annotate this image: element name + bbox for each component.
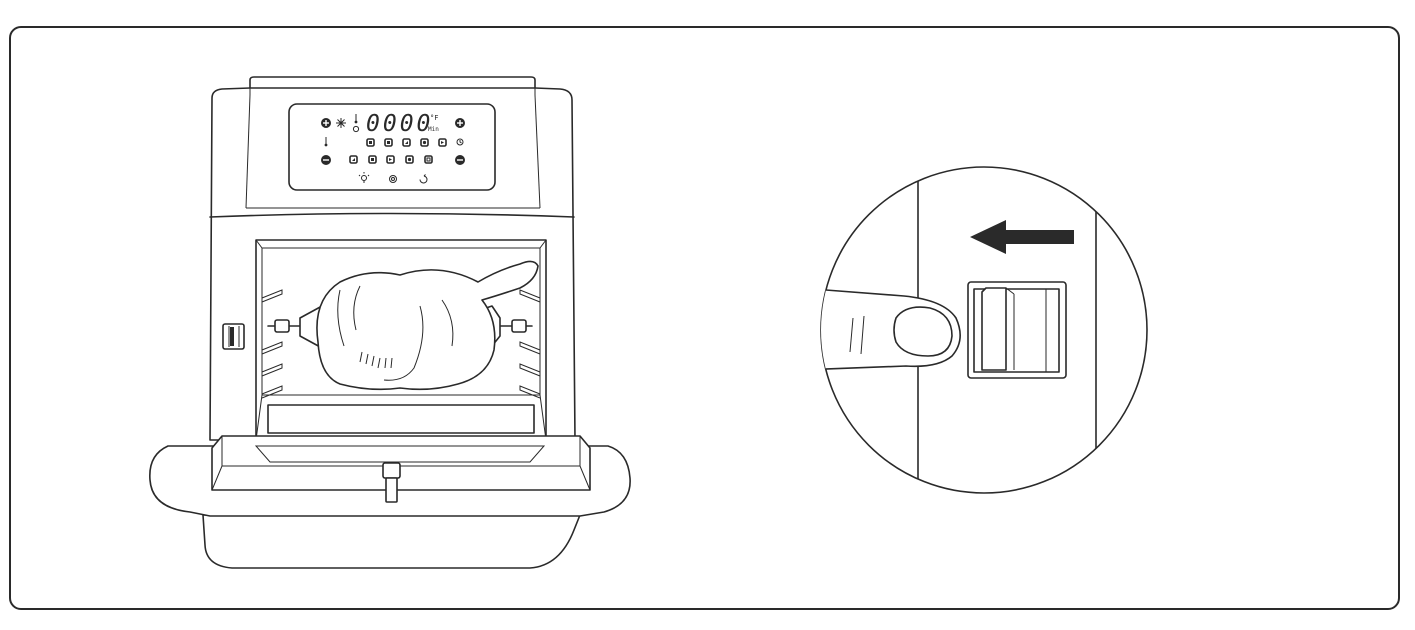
chicken [316, 260, 539, 391]
control-panel: 0000 °F Min [288, 103, 496, 191]
display-digits: 0000 [366, 111, 433, 137]
door-glass-frame [211, 435, 591, 491]
display-unit-time: Min [428, 126, 439, 133]
light-icon [358, 172, 370, 183]
latch-button-detail[interactable] [967, 281, 1067, 379]
arrow-left-icon [970, 220, 1074, 254]
preset-buttons-row-2 [349, 155, 433, 164]
minus-icon [455, 155, 465, 165]
clock-icon [352, 125, 360, 133]
figure-frame [9, 26, 1400, 610]
fingernail [893, 306, 953, 357]
oven-door-open [149, 435, 631, 569]
rack-slots-right [519, 289, 541, 399]
spit-fork-right [511, 319, 527, 333]
plus-icon [455, 118, 465, 128]
rack-slots-left [261, 289, 283, 399]
preset-button [424, 155, 433, 164]
zoom-detail [820, 166, 1148, 494]
latch-slider[interactable] [981, 287, 1007, 371]
preset-buttons-row-1 [366, 138, 447, 147]
fan-icon [336, 118, 346, 128]
spit-fork-left [274, 319, 290, 333]
power-icon [389, 175, 397, 183]
rotate-icon [419, 174, 428, 184]
plus-icon [321, 118, 331, 128]
thermometer-icon [354, 114, 358, 124]
minus-icon [321, 155, 331, 165]
door-handle [382, 462, 401, 503]
air-fryer-oven: 0000 °F Min [149, 76, 631, 569]
rotisserie-chicken [267, 260, 539, 391]
display-unit-temp: °F [430, 114, 438, 122]
door-panel [202, 514, 581, 569]
thermometer-icon [324, 137, 328, 147]
clock-icon [456, 138, 464, 146]
door-latch [222, 323, 245, 350]
